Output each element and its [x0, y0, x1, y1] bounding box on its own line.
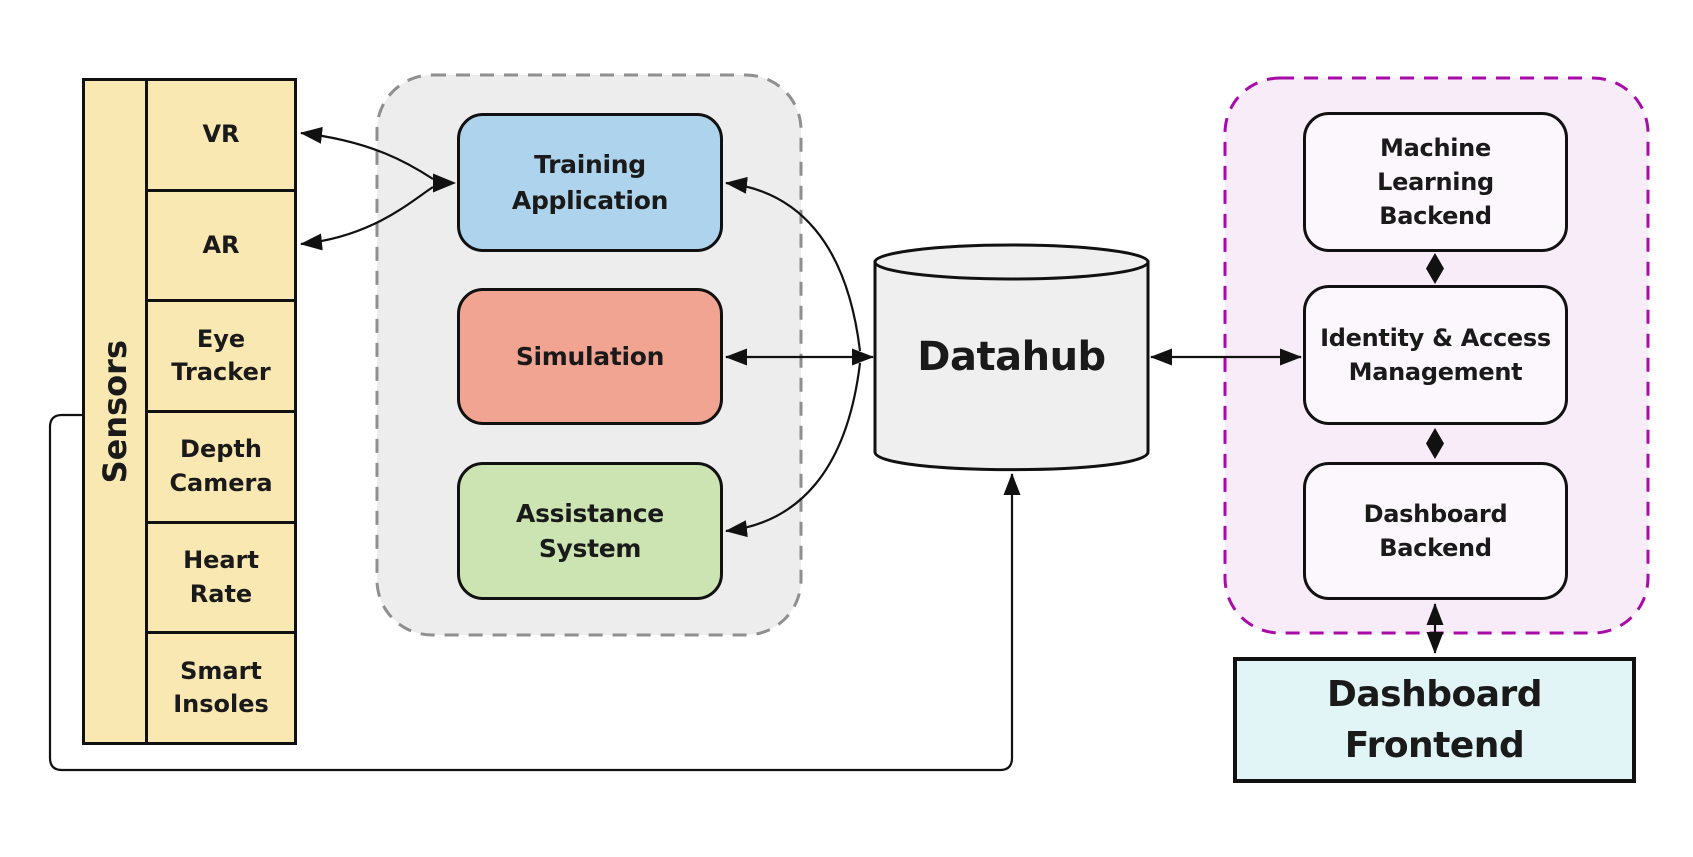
sensors-cell-list: VR AR Eye Tracker Depth Camera Heart Rat…	[148, 81, 294, 742]
sensor-cell-ar: AR	[148, 192, 294, 303]
dashboard-frontend-label: Dashboard Frontend	[1326, 673, 1543, 766]
simulation-label: Simulation	[515, 341, 665, 371]
dashboard-frontend-box: Dashboard Frontend	[1233, 657, 1636, 783]
dashboard-backend-box: Dashboard Backend	[1303, 462, 1568, 600]
dashboard-backend-label: Dashboard Backend	[1363, 499, 1508, 562]
training-application-label: Training Application	[511, 150, 669, 215]
identity-access-management-label: Identity & Access Management	[1320, 323, 1551, 386]
sensor-cell-eye-tracker: Eye Tracker	[148, 302, 294, 414]
sensors-title: Sensors	[96, 339, 134, 484]
machine-learning-backend-label: Machine Learning Backend	[1377, 133, 1494, 231]
datahub-label: Datahub	[917, 334, 1106, 380]
sensors-label-column: Sensors	[85, 81, 148, 742]
sensor-cell-heart-rate: Heart Rate	[148, 524, 294, 635]
sensor-cell-vr: VR	[148, 81, 294, 192]
sensor-cell-smart-insoles: Smart Insoles	[173, 656, 269, 719]
assistance-system-box: Assistance System	[457, 462, 723, 600]
training-application-box: Training Application	[457, 113, 723, 252]
assistance-system-label: Assistance System	[516, 498, 664, 564]
sensor-cell-depth-camera: Depth Camera	[148, 413, 294, 524]
sensors-panel: Sensors VR AR Eye Tracker Depth Camera H…	[82, 78, 297, 745]
machine-learning-backend-box: Machine Learning Backend	[1303, 112, 1568, 252]
identity-access-management-box: Identity & Access Management	[1303, 285, 1568, 425]
simulation-box: Simulation	[457, 288, 723, 425]
